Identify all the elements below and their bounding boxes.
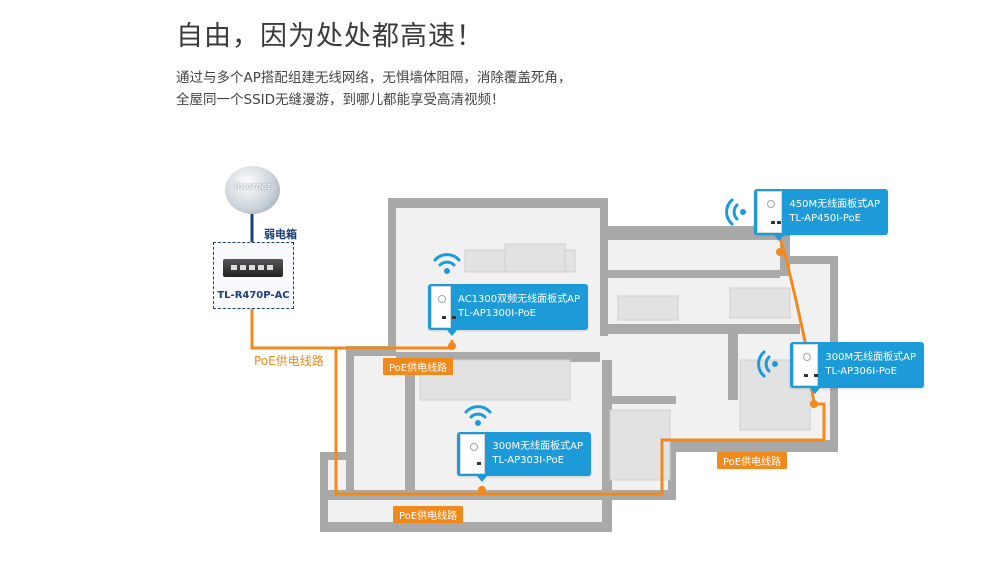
ap-callout: 300M无线面板式AP TL-AP303I-PoE (457, 432, 591, 482)
ap-callout: 450M无线面板式AP TL-AP450I-PoE (754, 189, 888, 241)
panel-ap-icon (757, 191, 783, 233)
weak-box-label: 弱电箱 (264, 228, 297, 241)
poe-tag: PoE供电线路 (383, 358, 454, 375)
ap-model: TL-AP303I-PoE (492, 455, 564, 466)
wifi-icon-2 (464, 405, 492, 426)
poe-joints (448, 248, 818, 494)
poe-tag: PoE供电线路 (717, 452, 788, 469)
ap-model: TL-AP1300I-PoE (458, 308, 536, 319)
ap-model: TL-AP306I-PoE (825, 366, 897, 377)
poe-main-label: PoE供电线路 (254, 354, 324, 368)
wifi-icon-1 (433, 253, 461, 274)
panel-ap-icon (431, 286, 456, 328)
ap-name: 450M无线面板式AP (789, 199, 880, 210)
wifi-signals (433, 198, 778, 426)
ap-model: TL-AP450I-PoE (789, 213, 861, 224)
internet-label: Internet (234, 182, 271, 192)
router-box: TL-R470P-AC (213, 242, 294, 309)
furniture (419, 243, 811, 481)
ap-callout: AC1300双频无线面板式AP TL-AP1300I-PoE (428, 284, 588, 336)
page-title: 自由，因为处处都高速！ (176, 21, 484, 52)
router-device-icon (223, 259, 283, 277)
internet-globe-icon: Internet (225, 166, 280, 214)
ap-name: 300M无线面板式AP (825, 352, 916, 363)
ap-name: AC1300双频无线面板式AP (458, 294, 580, 305)
description-line-2: 全屋同一个SSID无缝漫游，到哪儿都能享受高清视频！ (176, 92, 505, 108)
wifi-icon-3 (725, 198, 746, 226)
ap-name: 300M无线面板式AP (492, 441, 583, 452)
description-line-1: 通过与多个AP搭配组建无线网络，无惧墙体阻隔，消除覆盖死角， (176, 70, 572, 86)
router-model: TL-R470P-AC (217, 290, 290, 301)
panel-ap-icon (793, 344, 819, 386)
poe-tag: PoE供电线路 (393, 506, 464, 523)
wifi-icon-4 (757, 350, 778, 378)
ap-callout: 300M无线面板式AP TL-AP306I-PoE (790, 342, 924, 394)
panel-ap-icon (460, 434, 486, 474)
